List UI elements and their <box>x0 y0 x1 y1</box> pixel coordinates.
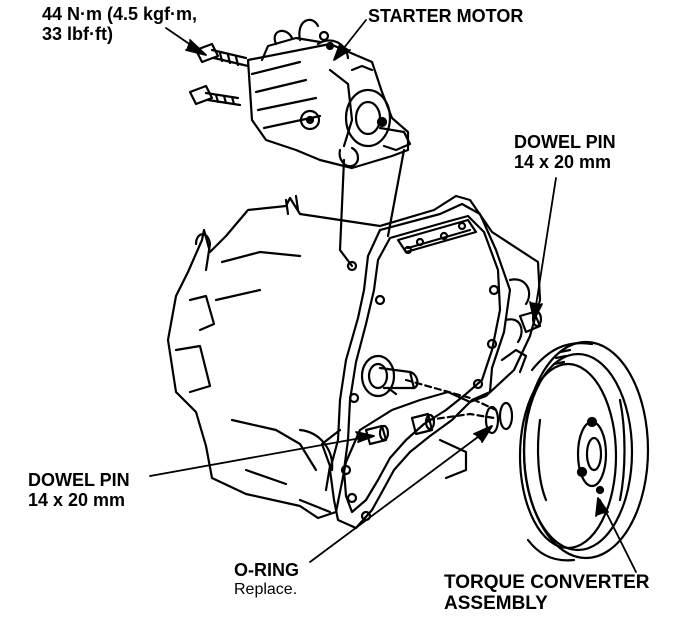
bolt-hole <box>346 260 358 272</box>
o-ring-line1: O-RING <box>234 560 299 580</box>
starter-bolt-leader-2 <box>386 148 406 238</box>
torque-converter-line2: ASSEMBLY <box>444 593 548 614</box>
bolts <box>188 42 250 107</box>
torque-spec-label: 44 N·m (4.5 kgf·m, 33 lbf·ft) <box>42 4 197 44</box>
leader-lines <box>149 19 637 573</box>
o-ring <box>484 401 514 435</box>
dowel-pin-right-label: DOWEL PIN 14 x 20 mm <box>514 132 616 172</box>
dowel-alignment-line <box>426 412 496 422</box>
torque-spec-line1: 44 N·m (4.5 kgf·m, <box>42 4 198 24</box>
o-ring-label: O-RING Replace. <box>234 560 299 600</box>
torque-converter <box>518 340 650 562</box>
transmission-housing <box>166 194 543 530</box>
dowel-pin-right-line1: DOWEL PIN <box>514 132 616 152</box>
starter-bolt-leader <box>338 158 354 268</box>
starter-motor-label: STARTER MOTOR <box>368 6 524 26</box>
shaft-alignment-line <box>404 378 498 412</box>
dowel-pin-left-label: DOWEL PIN 14 x 20 mm <box>28 470 130 510</box>
dowel-pin-left-line2: 14 x 20 mm <box>28 490 126 510</box>
torque-converter-label: TORQUE CONVERTER ASSEMBLY <box>444 572 650 614</box>
o-ring-line2: Replace. <box>234 581 298 598</box>
torque-converter-line1: TORQUE CONVERTER <box>444 572 650 593</box>
dowel-pin-right-line2: 14 x 20 mm <box>514 152 612 172</box>
torque-spec-line2: 33 lbf·ft) <box>42 24 113 44</box>
dowel-pin-left-line1: DOWEL PIN <box>28 470 130 490</box>
starter-motor <box>246 18 412 170</box>
